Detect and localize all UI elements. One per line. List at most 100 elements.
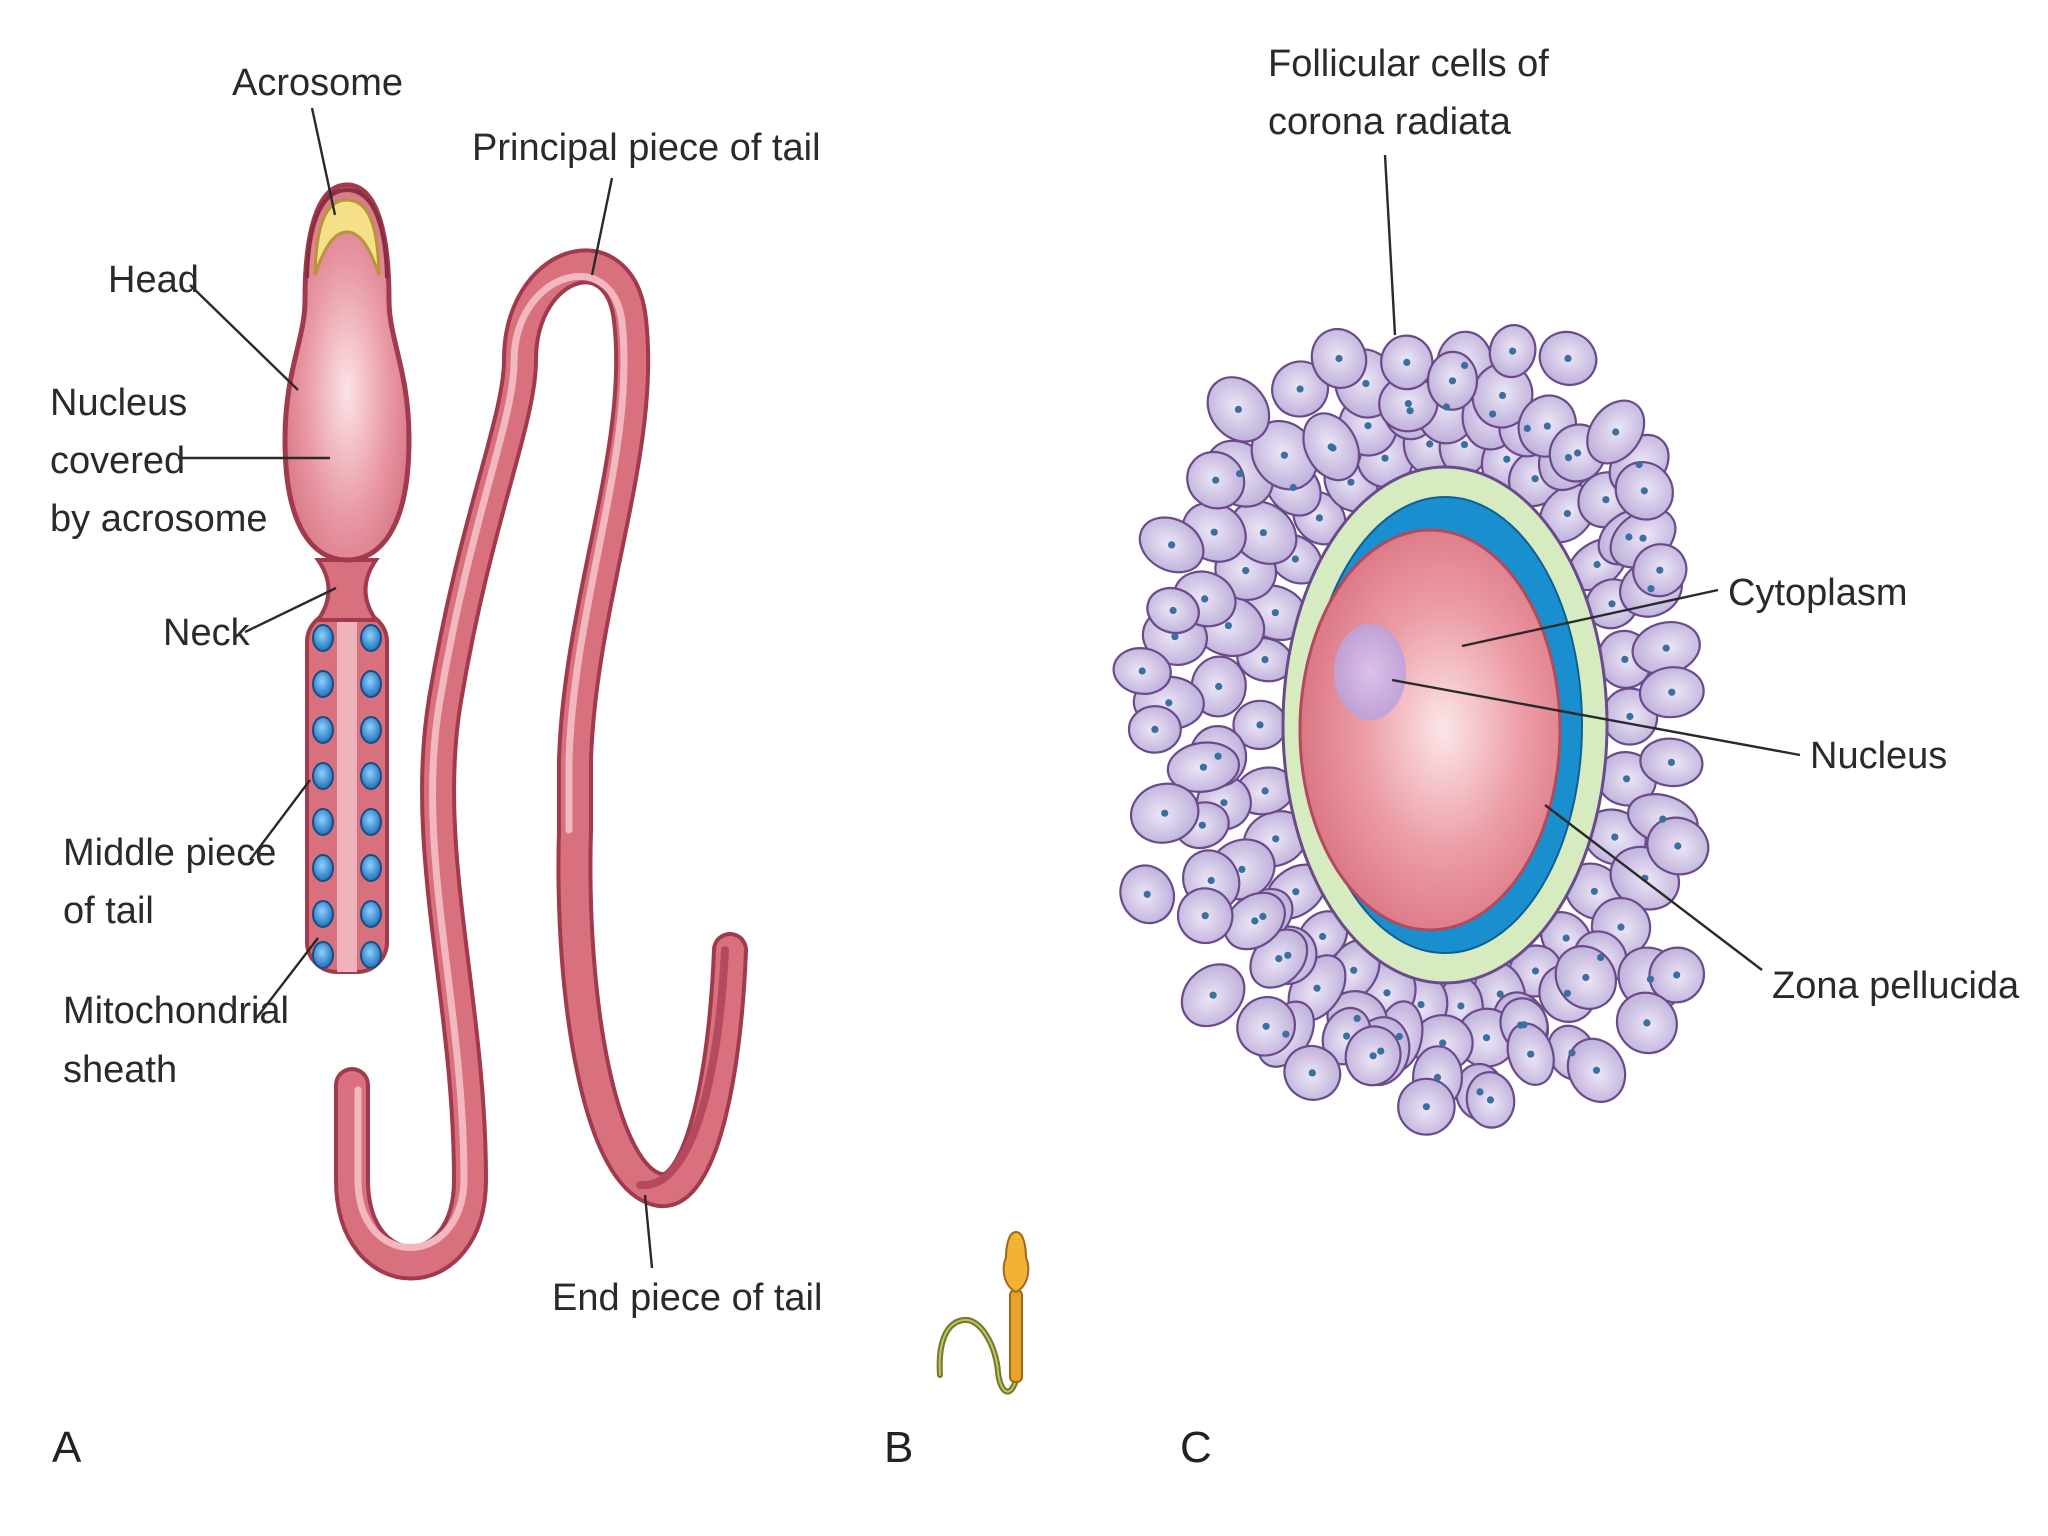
follicular-cell-nucleus (1612, 428, 1620, 436)
follicular-cell-nucleus (1377, 1047, 1385, 1055)
mitochondrion (360, 941, 382, 969)
mitochondrion (360, 808, 382, 836)
follicular-cell-nucleus (1482, 1034, 1491, 1042)
follicular-cell-nucleus (1406, 407, 1414, 415)
follicular-cell-nucleus (1289, 483, 1297, 492)
follicular-cell-nucleus (1503, 455, 1511, 463)
follicular-cell-nucleus (1259, 912, 1267, 921)
follicular-cell-nucleus (1296, 385, 1304, 393)
follicular-cell-nucleus (1201, 912, 1209, 920)
follicular-cell-nucleus (1608, 600, 1616, 608)
follicular-cell-nucleus (1171, 633, 1179, 641)
leader-follicular (1383, 154, 1397, 336)
follicular-cell-nucleus (1422, 1103, 1430, 1111)
follicular-cell-nucleus (1275, 955, 1283, 963)
sperm-end-piece (636, 946, 729, 1190)
follicular-cell-nucleus (1527, 1050, 1535, 1058)
follicular-cell-nucleus (1271, 609, 1279, 617)
follicular-cell-nucleus (1282, 1030, 1290, 1038)
follicular-cell-nucleus (1343, 1032, 1351, 1040)
label-zona: Zona pellucida (1772, 965, 2020, 1007)
mini-sperm-tail-highlight (938, 1318, 1017, 1393)
follicular-cell-nucleus (1489, 410, 1497, 418)
follicular-cell-nucleus (1625, 533, 1633, 541)
sperm-tail-body (338, 252, 744, 1277)
follicular-cell-nucleus (1662, 644, 1670, 652)
follicular-cell-nucleus (1448, 377, 1457, 385)
follicular-cell-nucleus (1426, 440, 1434, 448)
mini-sperm (936, 1230, 1030, 1395)
leader-head (189, 284, 299, 391)
sperm-neck (314, 558, 380, 622)
label-nucleus-1: Nucleus (50, 382, 187, 424)
follicular-cell-nucleus (1564, 354, 1572, 362)
follicular-cell-nucleus (1242, 567, 1250, 575)
sperm-labels: Acrosome Head Nucleus covered by acrosom… (50, 62, 822, 1319)
follicular-cell-nucleus (1520, 1021, 1528, 1029)
follicular-cell-nucleus (1592, 1066, 1601, 1074)
leader-zona (1544, 804, 1763, 971)
follicular-cell-nucleus (1659, 815, 1667, 823)
leader-neck (244, 586, 337, 634)
follicular-cell-nucleus (1486, 1096, 1495, 1104)
label-nucleus-oocyte: Nucleus (1810, 735, 1947, 777)
mitochondrion (312, 624, 334, 652)
follicular-cell-nucleus (1262, 1022, 1270, 1030)
follicular-cell-nucleus (1143, 890, 1151, 898)
mitochondrion (360, 670, 382, 698)
follicular-cell-nucleus (1461, 361, 1469, 369)
mitochondria-group (312, 624, 382, 969)
mitochondrion (312, 808, 334, 836)
label-acrosome: Acrosome (232, 62, 403, 104)
sperm-acrosome-outer (305, 188, 348, 279)
mitochondrion (360, 624, 382, 652)
oocyte-labels: Follicular cells of corona radiata Cytop… (1268, 43, 2020, 1007)
follicular-cell-nucleus (1647, 585, 1655, 593)
follicular-cell-nucleus (1635, 461, 1643, 469)
follicular-cell-nucleus (1284, 951, 1292, 959)
leader-cytoplasm (1461, 588, 1719, 648)
follicular-cell-nucleus (1364, 422, 1372, 430)
leader-mito-sheath (254, 937, 319, 1021)
follicular-cell-nucleus (1151, 725, 1159, 734)
follicular-cell-nucleus (1280, 451, 1288, 459)
follicular-cell-nucleus (1667, 758, 1675, 767)
leader-principal (590, 177, 614, 276)
sperm-head (282, 182, 412, 563)
oocyte (1281, 465, 1609, 985)
mitochondrion (312, 762, 334, 790)
follicular-cell-nucleus (1531, 967, 1540, 975)
follicular-cell-nucleus (1201, 595, 1209, 603)
follicular-cell-nucleus (1403, 358, 1411, 366)
follicular-cell-nucleus (1417, 1001, 1425, 1009)
follicular-cell-nucleus (1224, 622, 1232, 630)
panel-label-a: A (52, 1423, 82, 1472)
follicular-cell-nucleus (1327, 443, 1335, 451)
follicular-cell-nucleus (1353, 1014, 1361, 1023)
follicular-cell-nucleus (1674, 842, 1682, 850)
follicular-cell-nucleus (1433, 1073, 1442, 1081)
oocyte-nucleus (1334, 624, 1406, 720)
follicular-cell-nucleus (1315, 514, 1323, 522)
mitochondrion (360, 854, 382, 882)
follicular-cell-nucleus (1602, 496, 1610, 504)
follicular-cell-nucleus (1215, 682, 1223, 691)
follicular-cell-nucleus (1212, 476, 1220, 484)
follicular-cell-nucleus (1272, 835, 1280, 843)
follicular-cell-nucleus (1335, 354, 1343, 363)
label-middle-1: Middle piece (63, 832, 276, 874)
follicular-cell-nucleus (1259, 529, 1267, 537)
mitochondrion (360, 762, 382, 790)
mini-sperm-tail (936, 1317, 1019, 1395)
follicular-cell-nucleus (1369, 1052, 1377, 1060)
follicular-cell-nucleus (1656, 566, 1664, 574)
mitochondrion (360, 716, 382, 744)
leader-end-piece (643, 1194, 654, 1269)
follicular-cell-nucleus (1531, 475, 1539, 483)
follicular-cell-nucleus (1383, 989, 1391, 997)
follicular-cell-nucleus (1646, 975, 1654, 983)
follicular-cell-nucleus (1168, 541, 1176, 549)
follicular-cell-nucleus (1292, 888, 1300, 896)
follicular-cell-nucleus (1209, 991, 1217, 999)
